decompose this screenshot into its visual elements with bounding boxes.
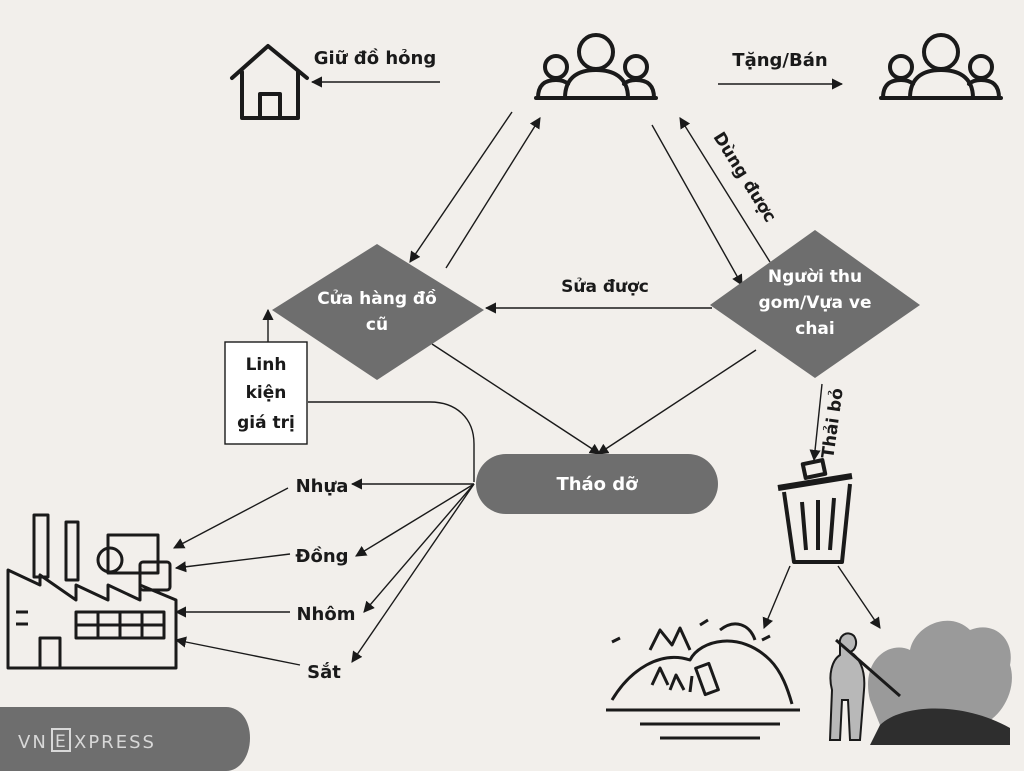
usable-label: Dùng được [709,129,780,226]
brand-text-pre: VN [18,732,48,753]
edge-sat-to-factory [174,636,301,666]
edge-dong [355,483,475,557]
discard-label: Thải bỏ [818,387,848,460]
edge-sat [351,483,475,663]
dismantle-label: Tháo dỡ [556,474,638,495]
shop-label-line1: Cửa hàng đồ [317,288,437,309]
components-label-line1: Linh [246,355,287,375]
material-dong: Đồng [295,546,348,567]
edge-people-to-shop [409,111,513,263]
edge-collector-to-people [679,117,771,263]
factory-icon [6,513,178,670]
give-sell-label: Tặng/Bán [732,50,827,71]
edge-trash-to-landfill [762,565,791,630]
node-dismantle: Tháo dỡ [476,454,718,514]
shop-label-line2: cũ [366,315,388,335]
components-label-line3: giá trị [237,413,295,433]
keep-broken-label: Giữ đồ hỏng [314,48,436,69]
burning-waste-icon [828,620,1012,745]
collector-label-line2: gom/Vựa ve [758,293,871,313]
material-nhom: Nhôm [296,604,355,625]
people-group-icon [534,33,658,100]
edge-shop-to-dismantle [431,343,601,455]
edge-nhom [363,483,475,613]
material-sat: Sắt [307,662,341,683]
edge-collector-to-dismantle [597,349,757,455]
trash-can-icon [777,458,853,564]
edge-trash-to-burning [837,565,881,629]
collector-label-line3: chai [795,319,834,339]
brand-text-post: XPRESS [74,732,156,753]
house-icon [230,44,309,120]
edge-nhua-to-factory [173,487,289,549]
edge-discard [809,383,823,462]
edge-people-to-collector [651,124,743,286]
edge-dong-to-factory [174,553,291,573]
brand-text-e: E [55,732,66,752]
node-collector: Người thu gom/Vựa ve chai [710,230,920,378]
edge-shop-to-people [445,117,541,269]
node-shop: Cửa hàng đồ cũ [272,244,484,380]
material-nhua: Nhựa [296,476,349,497]
repairable-label: Sửa được [561,277,649,297]
brand-watermark: VN E XPRESS [0,707,250,771]
collector-label-line1: Người thu [768,267,862,287]
landfill-icon [606,618,800,740]
edge-dismantle-to-components [308,401,475,482]
people-group-icon [879,33,1003,100]
node-components: Linh kiện giá trị [224,341,308,445]
components-label-line2: kiện [246,383,287,403]
